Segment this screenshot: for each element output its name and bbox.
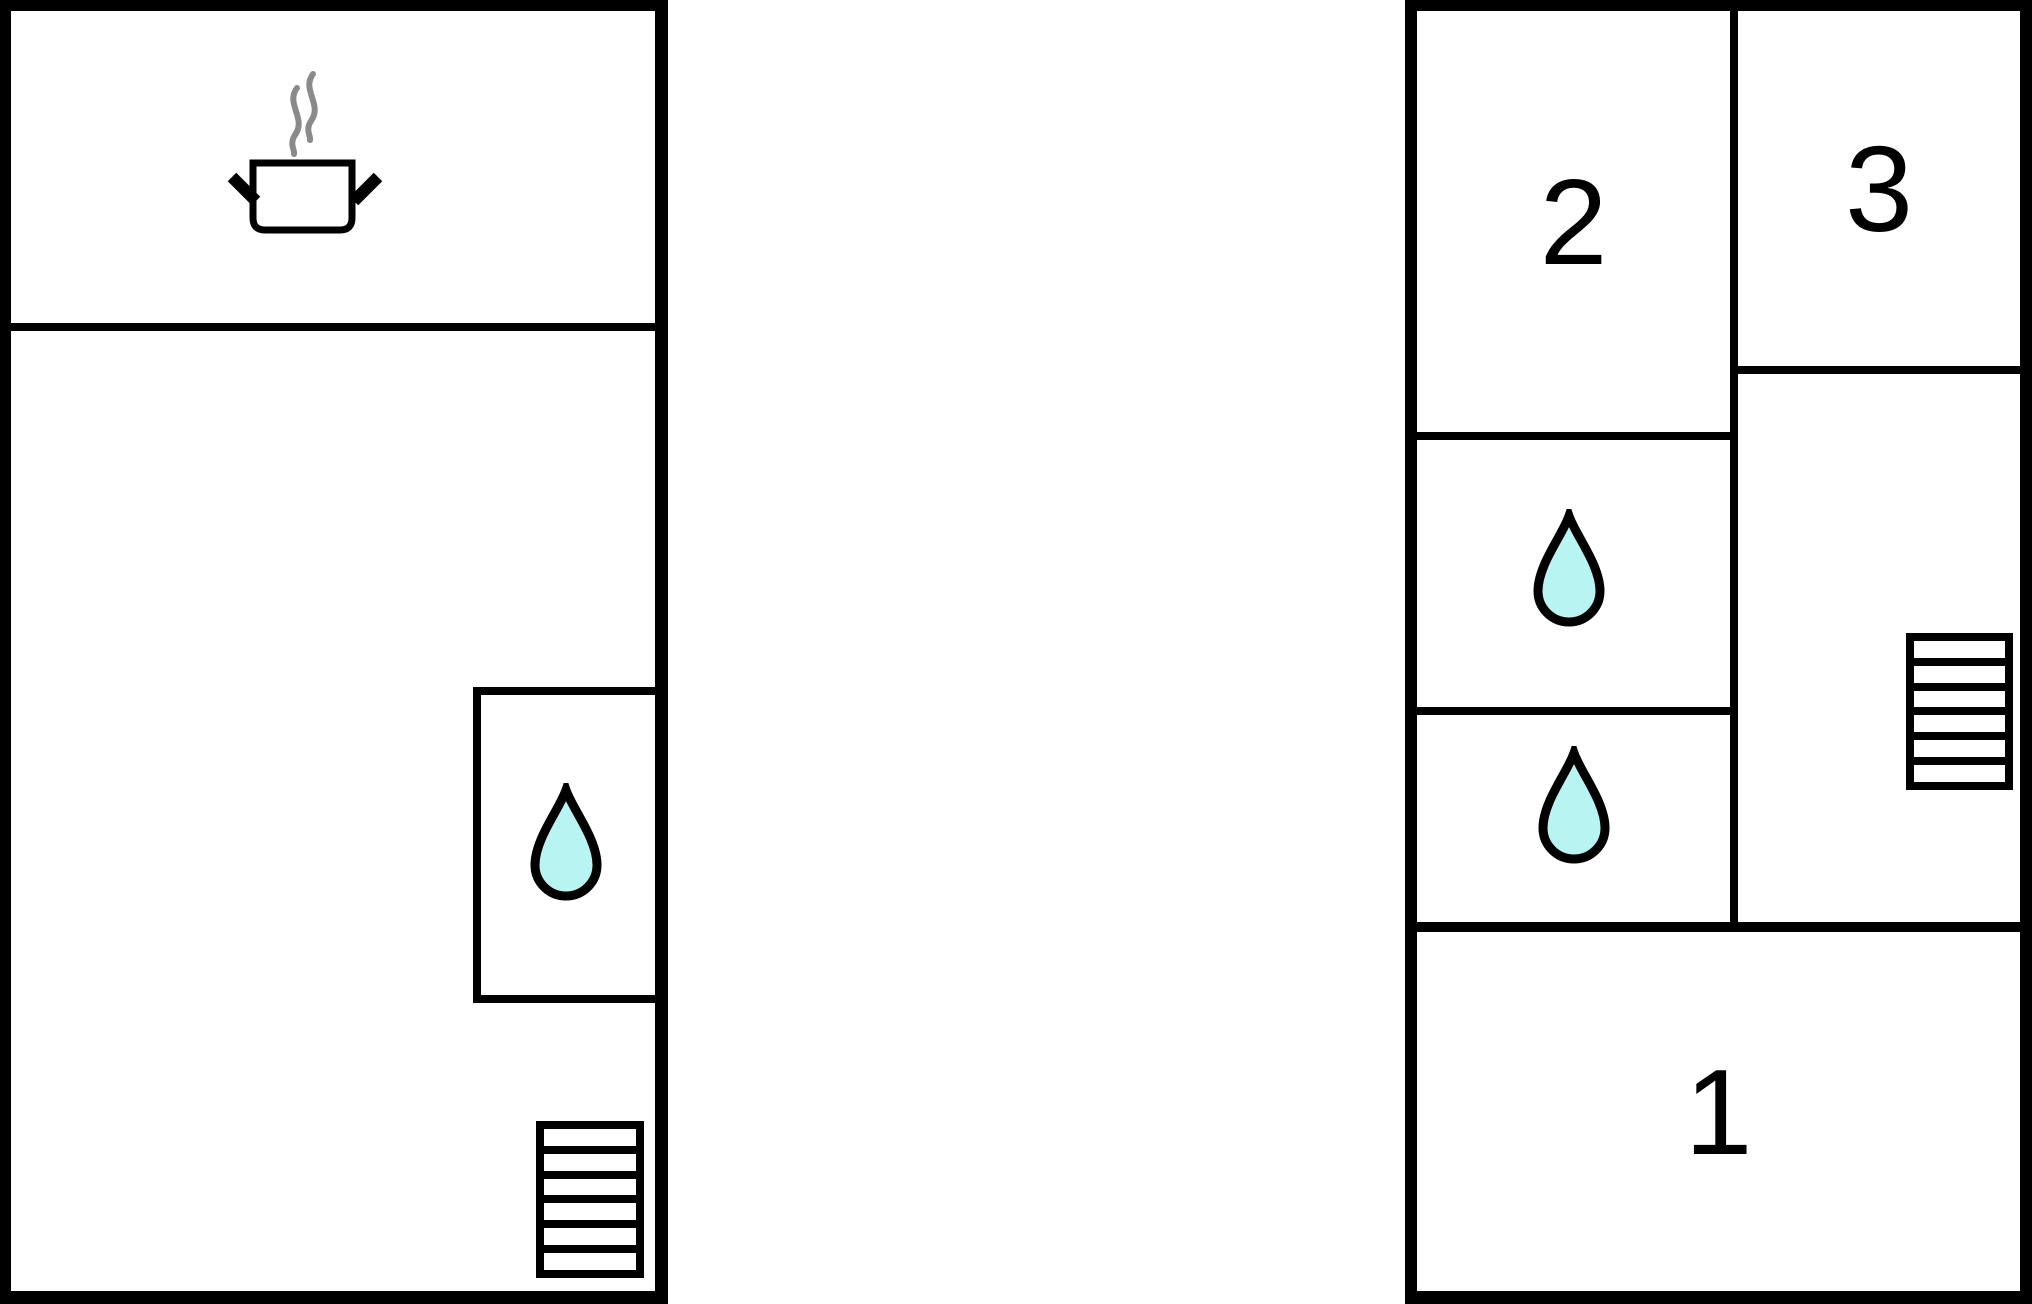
stair-step: [544, 1195, 636, 1221]
stair-step: [1914, 657, 2005, 683]
wall: [2020, 0, 2032, 1304]
stair-step: [544, 1245, 636, 1270]
wall: [0, 0, 11, 1304]
stair-step: [1914, 707, 2005, 733]
room-label-2: 2: [1539, 153, 1608, 290]
stair-step: [544, 1220, 636, 1246]
water-drop-icon: [1533, 509, 1605, 627]
wall: [473, 995, 655, 1003]
wall: [473, 687, 481, 1003]
wall: [1738, 366, 2020, 374]
stair-step: [544, 1145, 636, 1171]
water-drop-icon: [530, 783, 602, 901]
wall: [1730, 11, 1738, 932]
stair-step: [544, 1129, 636, 1146]
stair-step: [1914, 641, 2005, 658]
room-label-3: 3: [1845, 120, 1913, 257]
wall: [1417, 922, 2020, 932]
water-drop-icon: [1538, 746, 1610, 864]
stair-step: [1914, 732, 2005, 758]
wall: [11, 323, 655, 331]
wall: [0, 0, 668, 11]
wall: [1405, 1291, 2032, 1304]
wall: [473, 687, 655, 695]
cooking-pot-icon: [227, 71, 383, 234]
stairs-icon: [536, 1121, 644, 1278]
wall: [655, 0, 668, 1304]
stair-step: [544, 1170, 636, 1196]
stairs-icon: [1906, 633, 2013, 790]
steam-icon: [289, 71, 318, 157]
wall: [1417, 432, 1730, 440]
wall: [0, 1291, 668, 1304]
wall: [1405, 0, 1417, 1304]
wall: [1405, 0, 2032, 11]
room-label-1: 1: [1684, 1043, 1753, 1180]
wall: [1417, 707, 1730, 715]
stair-step: [1914, 757, 2005, 782]
stair-step: [1914, 682, 2005, 708]
